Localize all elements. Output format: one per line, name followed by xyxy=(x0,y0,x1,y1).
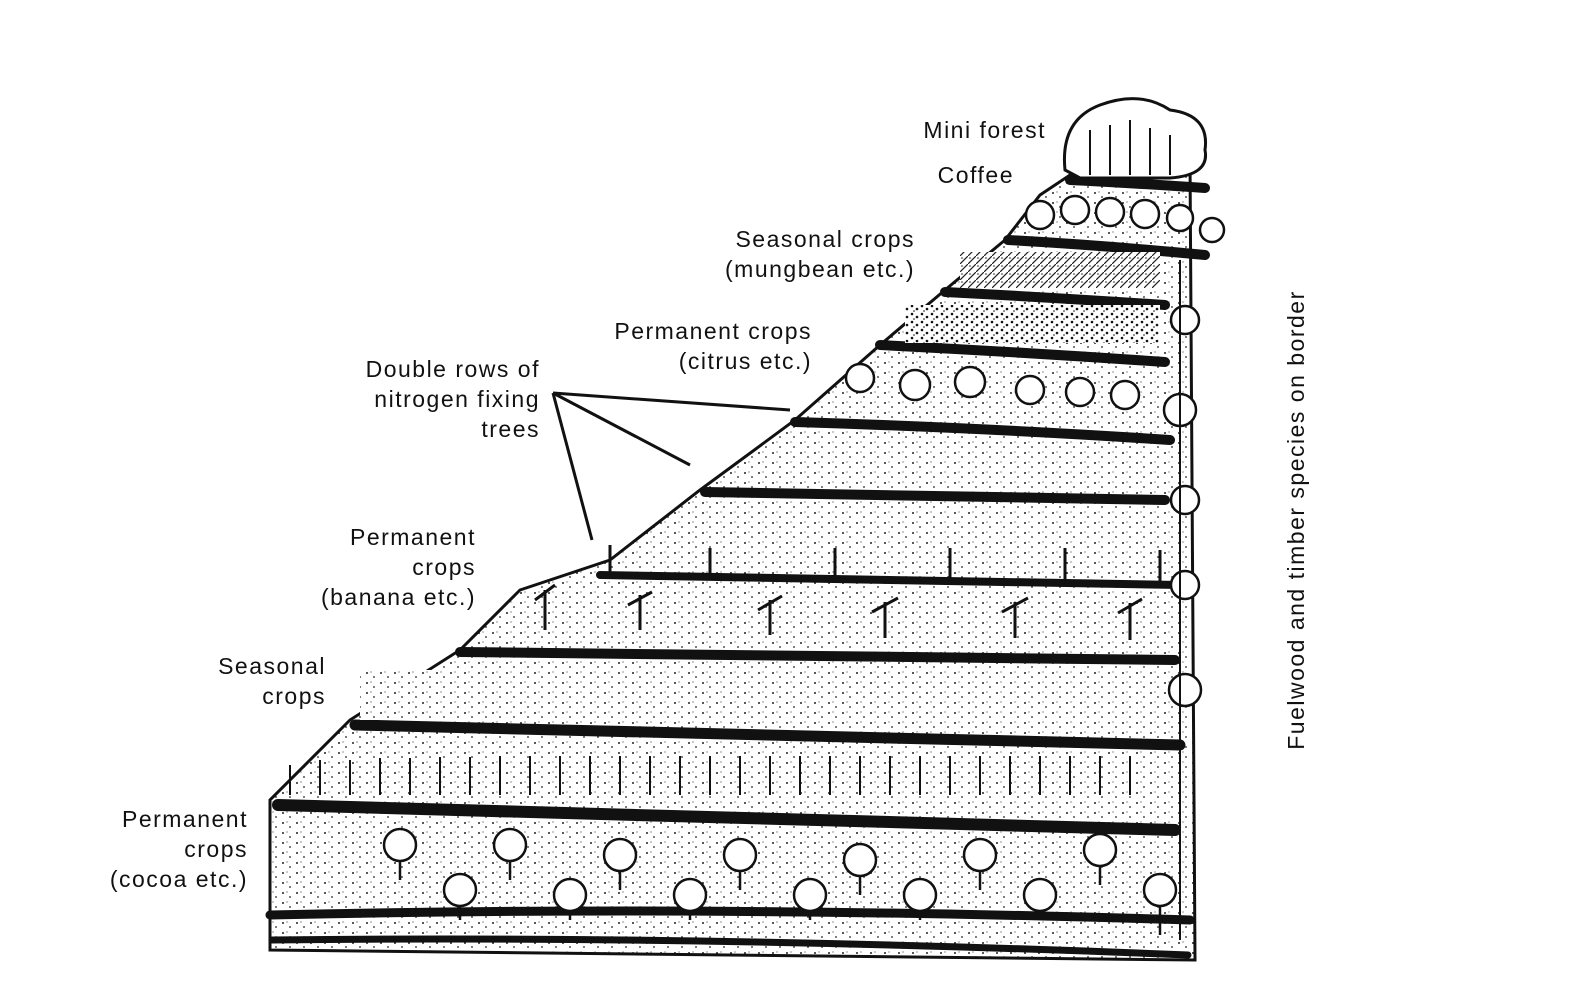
label-border-species: Fuelwood and timber species on border xyxy=(1283,290,1309,750)
label-line: Permanent xyxy=(121,806,248,832)
label-mini-forest: Mini forest xyxy=(923,117,1046,143)
border-timber-trees xyxy=(1167,260,1203,940)
label-permanent-crops-banana: Permanent crops (banana etc.) xyxy=(280,522,476,612)
field-mungbean xyxy=(960,252,1160,288)
hedgerow-bands xyxy=(265,175,1210,959)
label-permanent-crops-citrus: Permanent crops (citrus etc.) xyxy=(560,316,812,376)
label-coffee: Coffee xyxy=(937,162,1014,188)
label-line: crops xyxy=(412,554,476,580)
label-line: Permanent xyxy=(349,524,476,550)
cocoa-trees xyxy=(382,827,1178,935)
label-line: Seasonal crops xyxy=(735,226,915,252)
label-seasonal-crops-mungbean: Seasonal crops (mungbean etc.) xyxy=(660,224,915,284)
label-line: crops xyxy=(184,836,248,862)
citrus-trees xyxy=(844,362,1198,428)
banana-plants xyxy=(534,545,1162,640)
label-line: crops xyxy=(262,683,326,709)
coffee-bushes xyxy=(1024,194,1226,244)
label-double-rows-nitrogen: Double rows of nitrogen fixing trees xyxy=(300,354,540,444)
label-line: Double rows of xyxy=(365,356,540,382)
label-line: Permanent crops xyxy=(614,318,812,344)
label-permanent-crops-cocoa: Permanent crops (cocoa etc.) xyxy=(80,804,248,894)
label-line: (banana etc.) xyxy=(320,584,476,610)
seasonal-crop-stalks xyxy=(289,756,1131,795)
label-line: (cocoa etc.) xyxy=(109,866,248,892)
label-line: trees xyxy=(481,416,540,442)
label-line: (citrus etc.) xyxy=(678,348,812,374)
label-line: Seasonal xyxy=(218,653,326,679)
mini-forest-canopy xyxy=(1062,97,1208,180)
leader-lines xyxy=(551,391,791,541)
label-line: nitrogen fixing xyxy=(374,386,540,412)
label-line: (mungbean etc.) xyxy=(725,256,915,282)
field-upper-seasonal xyxy=(905,305,1160,343)
field-lower-seasonal xyxy=(360,670,1160,720)
label-seasonal-crops-lower: Seasonal crops xyxy=(180,651,326,711)
